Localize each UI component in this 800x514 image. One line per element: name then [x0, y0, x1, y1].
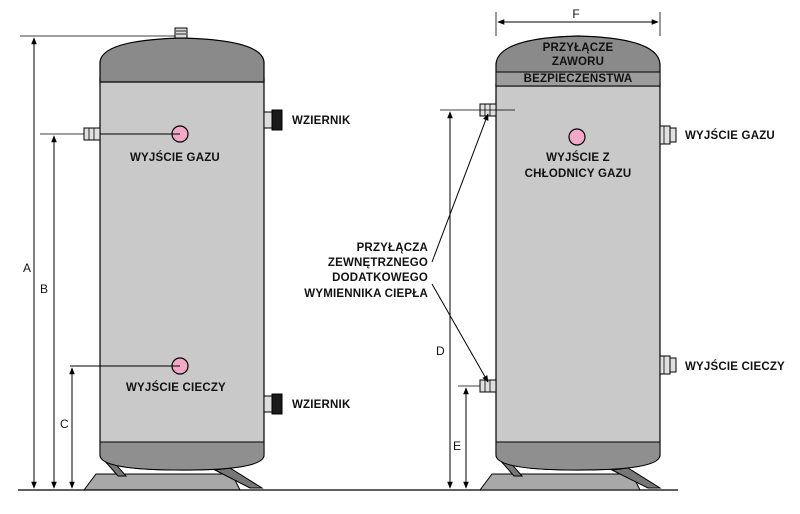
connections-label-line-2: ZEWNĘTRZNEGO	[328, 257, 428, 269]
dimension-a-label: A	[23, 261, 31, 275]
sight-glass-top-label: WZIERNIK	[292, 115, 351, 127]
dimension-d-label: D	[436, 344, 445, 358]
dimension-b-label: B	[40, 282, 48, 296]
sight-glass-bottom-label: WZIERNIK	[292, 399, 351, 411]
dimension-c-label: C	[60, 417, 69, 431]
right-tank: PRZYŁĄCZE ZAWORU BEZPIECZEŃSTWA WYJŚCIE …	[304, 7, 785, 491]
right-liquid-outlet-label: WYJŚCIE CIECZY	[685, 360, 785, 373]
right-inner-label-line-1: WYJŚCIE Z	[546, 151, 610, 164]
right-liquid-nozzle	[659, 355, 677, 375]
connections-label-line-4: WYMIENNIKA CIEPŁA	[304, 288, 428, 300]
connections-pointer-upper	[431, 113, 489, 263]
right-cap-label-line-2: ZAWORU	[552, 56, 604, 68]
right-gas-outlet-label: WYJŚCIE GAZU	[685, 129, 775, 142]
dimension-e-label: E	[453, 439, 461, 453]
left-gas-nozzle	[83, 127, 101, 141]
right-tank-base	[479, 473, 641, 491]
right-tank-bottom-band	[495, 441, 661, 471]
left-tank-top-nozzle	[174, 27, 188, 39]
connections-label-line-1: PRZYŁĄCZA	[357, 242, 428, 254]
right-cap-label-line-3: BEZPIECZEŃSTWA	[524, 72, 633, 85]
left-tank-cap	[99, 37, 265, 83]
right-gas-nozzle	[659, 125, 677, 145]
connections-pointer-lower	[431, 283, 489, 383]
connections-label-line-3: DODATKOWEGO	[332, 272, 428, 284]
left-tank-bottom-band	[99, 441, 265, 471]
left-liquid-outlet-label: WYJŚCIE CIECZY	[126, 381, 226, 394]
sight-glass-top	[263, 109, 283, 131]
left-tank: WYJŚCIE GAZU WYJŚCIE CIECZY WZIERNIK WZI…	[20, 27, 351, 491]
left-gas-outlet-label: WYJŚCIE GAZU	[130, 151, 220, 164]
left-tank-base	[83, 473, 241, 491]
right-cap-label-line-1: PRZYŁĄCZE	[543, 42, 614, 54]
right-inner-label-line-2: CHŁODNICY GAZU	[525, 168, 632, 180]
dimension-f-label: F	[572, 7, 579, 21]
sight-glass-bottom	[263, 393, 283, 415]
right-inner-port	[568, 128, 586, 146]
right-tank-cap-band	[495, 71, 661, 87]
